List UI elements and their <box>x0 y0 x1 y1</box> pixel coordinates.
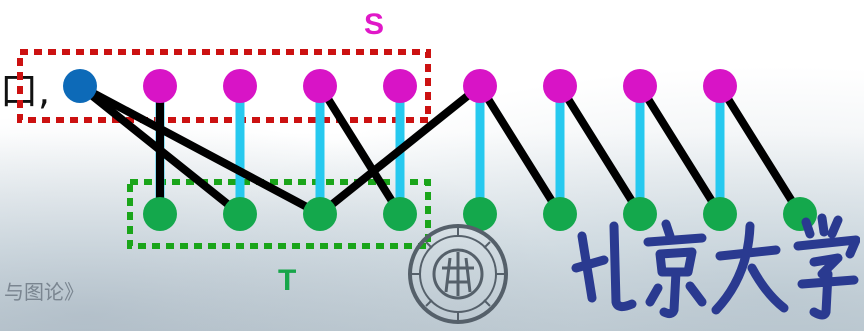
path-edge-u7-v8 <box>636 82 724 218</box>
t-label: T <box>278 264 297 297</box>
path-edge-start-v3 <box>76 82 324 218</box>
node-v5 <box>463 197 497 231</box>
node-v8 <box>703 197 737 231</box>
node-u6 <box>543 69 577 103</box>
node-u7 <box>623 69 657 103</box>
path-edge-u5-v3 <box>316 82 484 218</box>
path-edge-u3-v4 <box>316 82 404 218</box>
node-v1 <box>143 197 177 231</box>
nodes <box>63 69 817 231</box>
t-set-box <box>127 179 431 249</box>
s-set-box <box>17 49 431 123</box>
node-u5 <box>463 69 497 103</box>
node-u2 <box>223 69 257 103</box>
node-start <box>63 69 97 103</box>
s-label: S <box>364 8 385 41</box>
boxes <box>17 49 431 249</box>
university-seal-icon <box>408 224 508 324</box>
university-calligraphy-logo <box>571 213 860 320</box>
node-u3 <box>303 69 337 103</box>
path-edges <box>76 82 804 218</box>
node-v6 <box>543 197 577 231</box>
node-v2 <box>223 197 257 231</box>
lead-text: 口, <box>0 69 51 113</box>
node-v3 <box>303 197 337 231</box>
node-u8 <box>703 69 737 103</box>
path-edge-u6-v7 <box>556 82 644 218</box>
node-u4 <box>383 69 417 103</box>
node-v4 <box>383 197 417 231</box>
path-edge-u8-v9 <box>716 82 804 218</box>
node-v7 <box>623 197 657 231</box>
footer-course-text: 与图论》 <box>4 280 84 304</box>
node-u1 <box>143 69 177 103</box>
matching-edges <box>155 86 725 214</box>
path-edge-u5-v6 <box>476 82 564 218</box>
